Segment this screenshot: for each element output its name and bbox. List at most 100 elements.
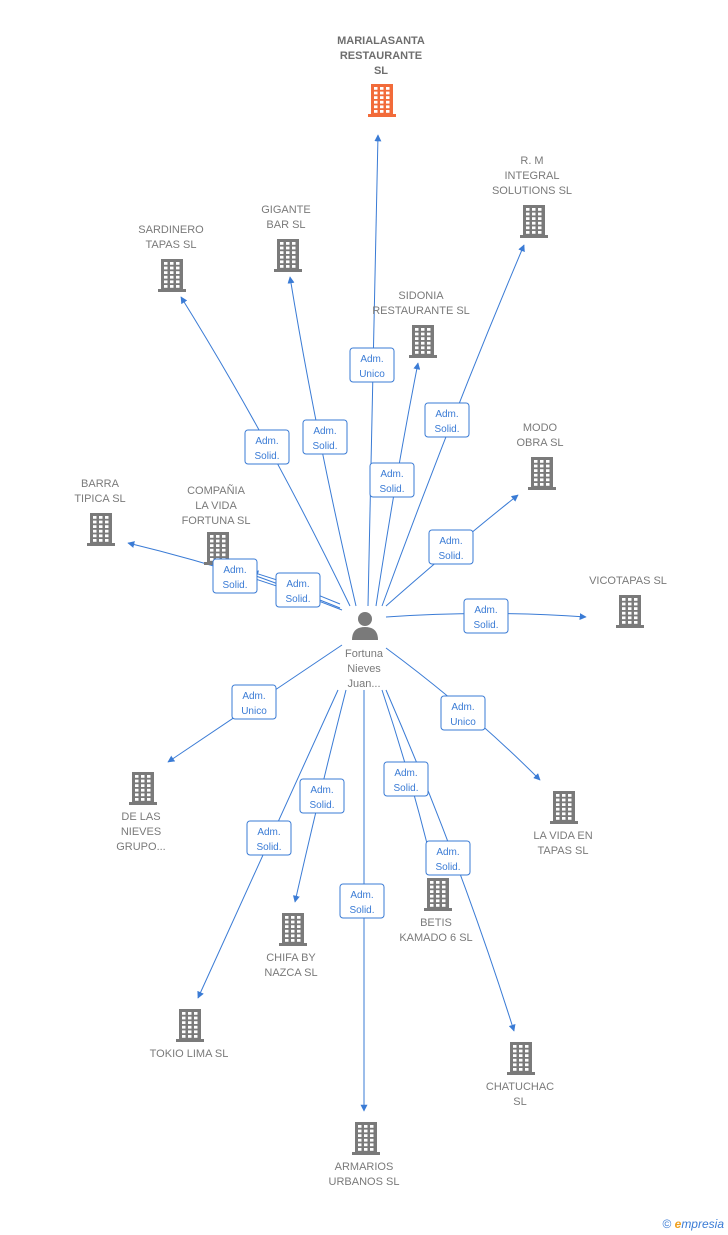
person-label-line: Fortuna xyxy=(345,648,384,660)
edge-label-chifa-nazca[interactable]: Adm.Solid. xyxy=(299,778,345,814)
edge-label-armarios[interactable]: Adm.Solid. xyxy=(339,883,385,919)
building-icon xyxy=(176,1009,204,1042)
edge-label-chatuchac[interactable]: Adm. Solid. xyxy=(425,840,471,876)
edge-label-text: Solid. xyxy=(222,580,247,591)
edge-label-vicotapas[interactable]: Adm. Solid. xyxy=(463,598,509,634)
company-label-line: DE LAS xyxy=(121,811,160,823)
edge-label-box xyxy=(244,429,290,465)
edge-label-box xyxy=(231,684,277,720)
company-label-line: LA VIDA EN xyxy=(533,830,592,842)
edge-label-box xyxy=(424,402,470,438)
footer-brand[interactable]: © empresia xyxy=(662,1217,724,1231)
company-label-line: SARDINERO xyxy=(138,224,204,236)
edge-label-box xyxy=(383,761,429,797)
edge-label-text: Adm. xyxy=(394,768,417,779)
company-label-line: TIPICA SL xyxy=(74,493,125,505)
edge-label-text: Adm. xyxy=(286,579,309,590)
person-label-line: Nieves xyxy=(347,663,381,675)
edge-label-text: Solid. xyxy=(438,551,463,562)
edge-label-text: Adm. xyxy=(435,409,458,420)
edge-label-box xyxy=(369,462,415,498)
edge-label-box xyxy=(339,883,385,919)
edge-label-text: Solid. xyxy=(473,620,498,631)
company-label-line: BARRA xyxy=(81,478,120,490)
building-icon xyxy=(274,239,302,272)
company-label-line: CHATUCHAC xyxy=(486,1081,554,1093)
company-node-barra-tipica[interactable]: BARRA TIPICA SL xyxy=(74,478,126,546)
edge-label-text: Solid. xyxy=(434,424,459,435)
edge-label-box xyxy=(463,598,509,634)
person-label-line: Juan... xyxy=(347,678,380,690)
edge-label-gigante-bar[interactable]: Adm.Solid. xyxy=(302,419,348,455)
edge-label-sardinero[interactable]: Adm.Solid. xyxy=(244,429,290,465)
edge-label-text: Adm. xyxy=(255,436,278,447)
edge-label-text: Unico xyxy=(450,717,476,728)
company-label-line: URBANOS SL xyxy=(329,1176,400,1188)
edge-label-betis-kamado[interactable]: Adm.Solid. xyxy=(383,761,429,797)
edge-label-marialasanta[interactable]: Adm.Unico xyxy=(349,347,395,383)
edge-label-modo-obra[interactable]: Adm. Solid. xyxy=(428,529,474,565)
edge-label-text: Solid. xyxy=(256,842,281,853)
company-node-rm-integral[interactable]: R. M INTEGRAL SOLUTIONS SL xyxy=(492,155,572,238)
edge-label-text: Adm. xyxy=(380,469,403,480)
building-icon xyxy=(424,878,452,911)
edge-label-text: Adm. xyxy=(474,605,497,616)
copyright-symbol: © xyxy=(662,1217,672,1231)
building-icon xyxy=(279,913,307,946)
edge-label-tokio-lima[interactable]: Adm.Solid. xyxy=(246,820,292,856)
company-label-line: TAPAS SL xyxy=(538,845,589,857)
building-icon xyxy=(409,325,437,358)
company-node-de-las-nieves[interactable]: DE LASNIEVESGRUPO... xyxy=(116,772,166,853)
edge-label-box xyxy=(212,558,258,594)
edge-label-text: Adm. xyxy=(439,536,462,547)
edge-label-text: Solid. xyxy=(285,594,310,605)
edge-label-compania-vida[interactable]: Adm. Solid. xyxy=(275,572,321,608)
company-node-la-vida-tapas[interactable]: LA VIDA EN TAPAS SL xyxy=(533,791,593,857)
company-label-line: INTEGRAL xyxy=(504,170,559,182)
company-label-line: R. M xyxy=(520,155,543,167)
edge-label-barra-tipica[interactable]: Adm.Solid. xyxy=(212,558,258,594)
company-label-line: CHIFA BY xyxy=(266,952,316,964)
edge-label-text: Solid. xyxy=(312,441,337,452)
edge-label-la-vida-tapas[interactable]: Adm. Unico xyxy=(440,695,486,731)
edge-label-sidonia[interactable]: Adm. Solid. xyxy=(369,462,415,498)
edge-label-box xyxy=(275,572,321,608)
company-label-line: VICOTAPAS SL xyxy=(589,575,667,587)
company-label-line: RESTAURANTE SL xyxy=(372,305,470,317)
edge-label-rm-integral[interactable]: Adm. Solid. xyxy=(424,402,470,438)
company-label-line: BAR SL xyxy=(266,219,305,231)
company-node-chifa-nazca[interactable]: CHIFA BY NAZCA SL xyxy=(264,913,318,979)
building-icon xyxy=(528,457,556,490)
person-node-center[interactable]: FortunaNievesJuan... xyxy=(345,612,384,690)
company-label-line: GRUPO... xyxy=(116,841,166,853)
company-label-line: SOLUTIONS SL xyxy=(492,185,572,197)
company-label-line: NAZCA SL xyxy=(264,967,317,979)
company-label-line: BETIS xyxy=(420,917,452,929)
edge-label-text: Unico xyxy=(241,706,267,717)
edge-label-text: Adm. xyxy=(436,847,459,858)
building-icon xyxy=(158,259,186,292)
edge-label-text: Adm. xyxy=(310,785,333,796)
edge-label-de-las-nieves[interactable]: Adm. Unico xyxy=(231,684,277,720)
edge-label-text: Adm. xyxy=(242,691,265,702)
company-node-vicotapas[interactable]: VICOTAPAS SL xyxy=(589,575,667,628)
edges-layer xyxy=(127,134,587,1112)
company-node-tokio-lima[interactable]: TOKIO LIMA SL xyxy=(150,1009,229,1060)
company-label-line: LA VIDA xyxy=(195,500,237,512)
edge-label-text: Adm. xyxy=(350,890,373,901)
edge-label-text: Solid. xyxy=(379,484,404,495)
building-icon xyxy=(550,791,578,824)
edge-label-text: Solid. xyxy=(435,862,460,873)
edge-label-text: Adm. xyxy=(451,702,474,713)
building-icon xyxy=(368,84,396,117)
company-label-line: MODO xyxy=(523,422,558,434)
